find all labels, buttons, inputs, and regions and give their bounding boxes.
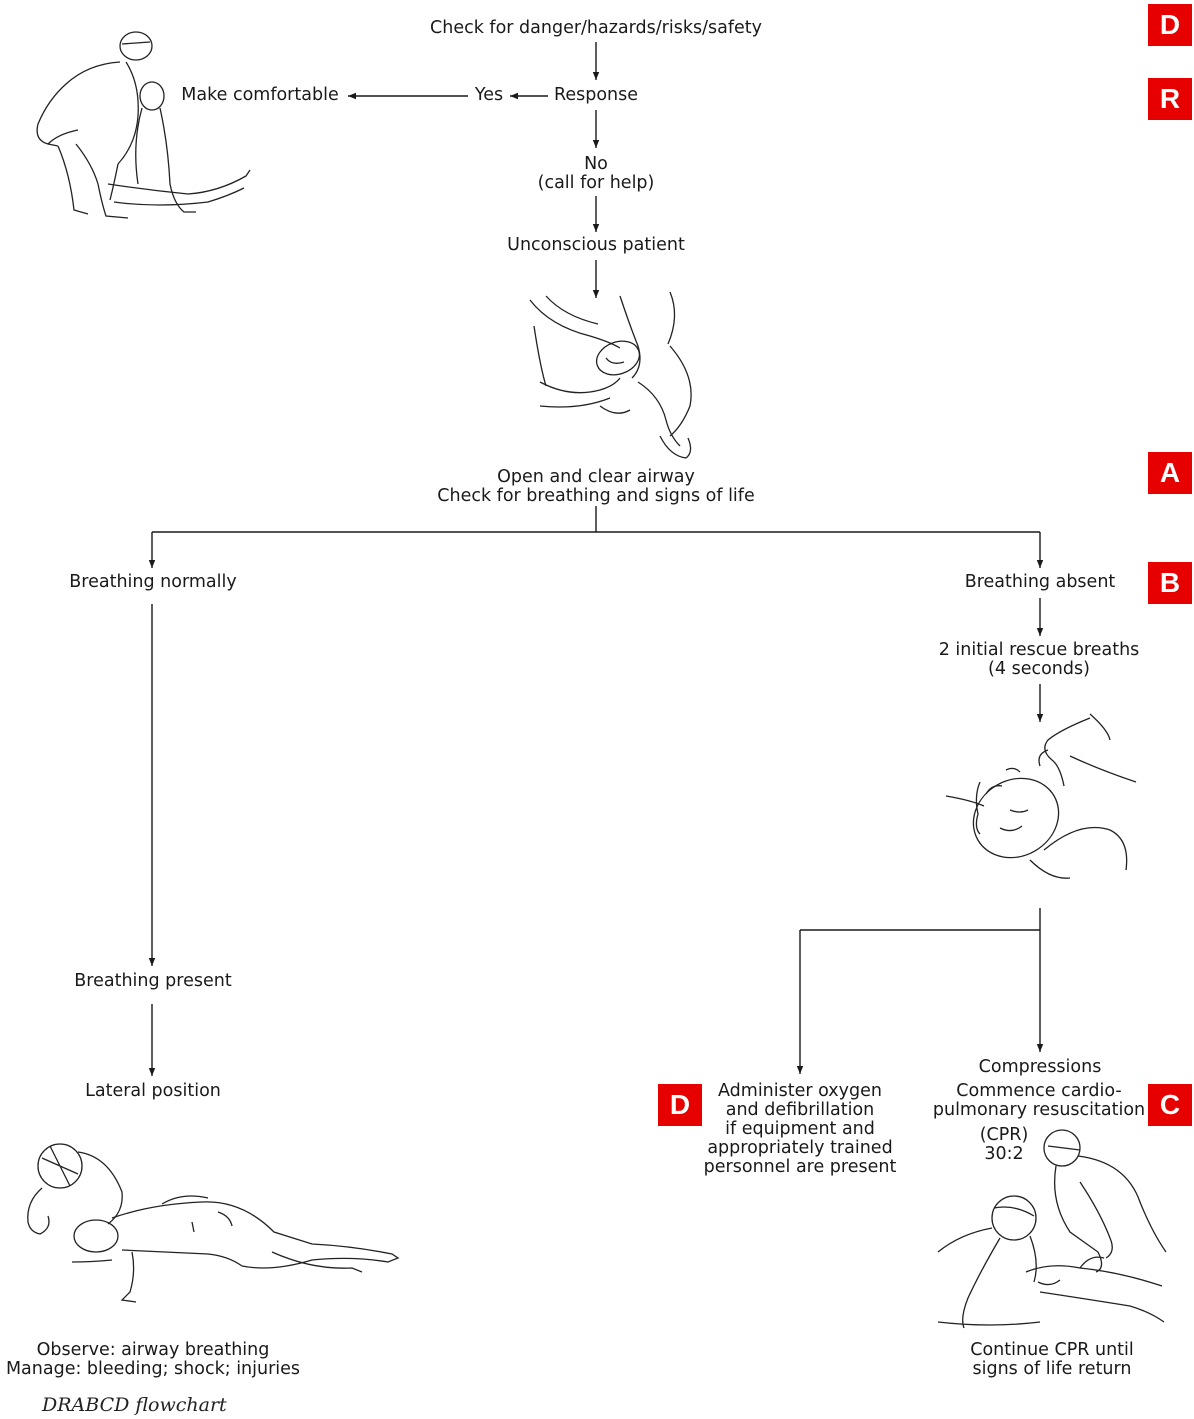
node-observe-manage: Observe: airway breathing Manage: bleedi… (4, 1341, 302, 1379)
node-continue-cpr: Continue CPR until signs of life return (950, 1341, 1154, 1379)
node-cpr-line3: (CPR) (979, 1125, 1029, 1145)
node-oxygen-line2: and defibrillation (725, 1100, 875, 1120)
node-response: Response (553, 85, 639, 105)
node-yes: Yes (474, 85, 504, 105)
node-check-danger: Check for danger/hazards/risks/safety (430, 18, 762, 38)
rescue-breath-illustration (940, 710, 1140, 885)
node-cpr-line1: Commence cardio- (956, 1081, 1122, 1101)
node-no: No (call for help) (520, 155, 672, 193)
badge-b-breathing: B (1148, 562, 1192, 604)
node-continue-line2: signs of life return (972, 1359, 1132, 1379)
node-observe: Observe: airway breathing (36, 1340, 270, 1360)
cpr-illustration (930, 1122, 1170, 1342)
node-call-for-help: (call for help) (537, 173, 655, 193)
node-rescue-breaths-line1: 2 initial rescue breaths (938, 640, 1140, 660)
node-breathing-present: Breathing present (74, 971, 232, 991)
badge-a-airway: A (1148, 452, 1192, 494)
rescuer-kneeling-over-patient-illustration (18, 24, 258, 224)
node-lateral-position: Lateral position (85, 1081, 221, 1101)
node-breathing-absent: Breathing absent (964, 572, 1116, 592)
node-no-label: No (584, 154, 608, 174)
node-rescue-breaths-line2: (4 seconds) (988, 659, 1090, 679)
node-make-comfortable: Make comfortable (181, 85, 339, 105)
node-commence-cpr: Commence cardio- pulmonary resuscitation (930, 1082, 1148, 1120)
node-cpr-line4: 30:2 (984, 1144, 1024, 1164)
badge-d-defibrillation: D (658, 1084, 702, 1126)
node-administer-oxygen: Administer oxygen and defibrillation if … (700, 1082, 900, 1177)
node-unconscious-patient: Unconscious patient (507, 235, 685, 255)
node-open-airway-line2: Check for breathing and signs of life (437, 486, 755, 506)
recovery-position-illustration (12, 1132, 404, 1310)
node-rescue-breaths: 2 initial rescue breaths (4 seconds) (930, 641, 1148, 679)
node-oxygen-line3: if equipment and (725, 1119, 875, 1139)
node-cpr-line2: pulmonary resuscitation (932, 1100, 1146, 1120)
node-continue-line1: Continue CPR until (970, 1340, 1134, 1360)
node-manage: Manage: bleeding; shock; injuries (5, 1359, 301, 1379)
figure-caption: DRABCD flowchart (42, 1394, 227, 1416)
node-open-airway-line1: Open and clear airway (497, 467, 695, 487)
airway-check-illustration (520, 286, 710, 466)
node-cpr-ratio: (CPR) 30:2 (968, 1126, 1040, 1164)
node-oxygen-line4: appropriately trained (707, 1138, 893, 1158)
badge-c-compressions: C (1148, 1084, 1192, 1126)
node-oxygen-line5: personnel are present (703, 1157, 897, 1177)
node-oxygen-line1: Administer oxygen (718, 1081, 882, 1101)
node-breathing-normally: Breathing normally (69, 572, 237, 592)
node-open-airway: Open and clear airway Check for breathin… (420, 468, 772, 506)
badge-r-response: R (1148, 78, 1192, 120)
node-compressions: Compressions (978, 1057, 1102, 1077)
badge-d-danger: D (1148, 4, 1192, 46)
